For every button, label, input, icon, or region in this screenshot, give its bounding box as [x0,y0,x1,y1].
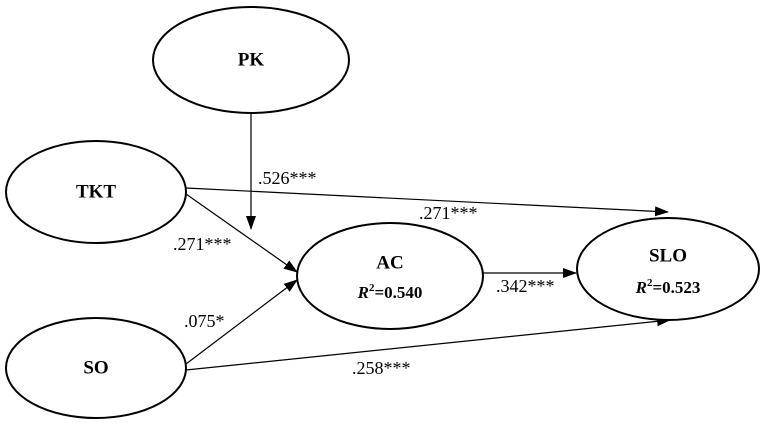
edge-so-ac [185,279,298,365]
label-tkt-ac: .271*** [173,234,232,254]
label-tkt-slo: .271*** [419,203,478,223]
label-so-slo: .258*** [352,358,411,378]
label-so-ac: .075* [184,311,225,331]
edge-so-slo [185,316,671,371]
node-slo-r2: R2=0.523 [635,277,701,297]
label-ac-slo: .342*** [496,276,555,296]
node-slo-label: SLO [649,246,687,267]
node-ac-r2: R2=0.540 [357,282,423,302]
node-tkt-label: TKT [76,182,116,203]
edge-tkt-ac [185,193,298,273]
edge-tkt-slo [185,187,669,217]
node-ac: AC R2=0.540 [296,222,484,330]
node-ac-label: AC [376,253,403,274]
node-slo: SLO R2=0.523 [576,217,760,321]
node-so-label: SO [83,358,108,379]
node-pk: PK [152,6,350,114]
node-so: SO [5,317,187,419]
node-pk-label: PK [238,50,265,71]
label-pk-ac: .526*** [258,168,317,188]
node-tkt: TKT [5,140,187,244]
